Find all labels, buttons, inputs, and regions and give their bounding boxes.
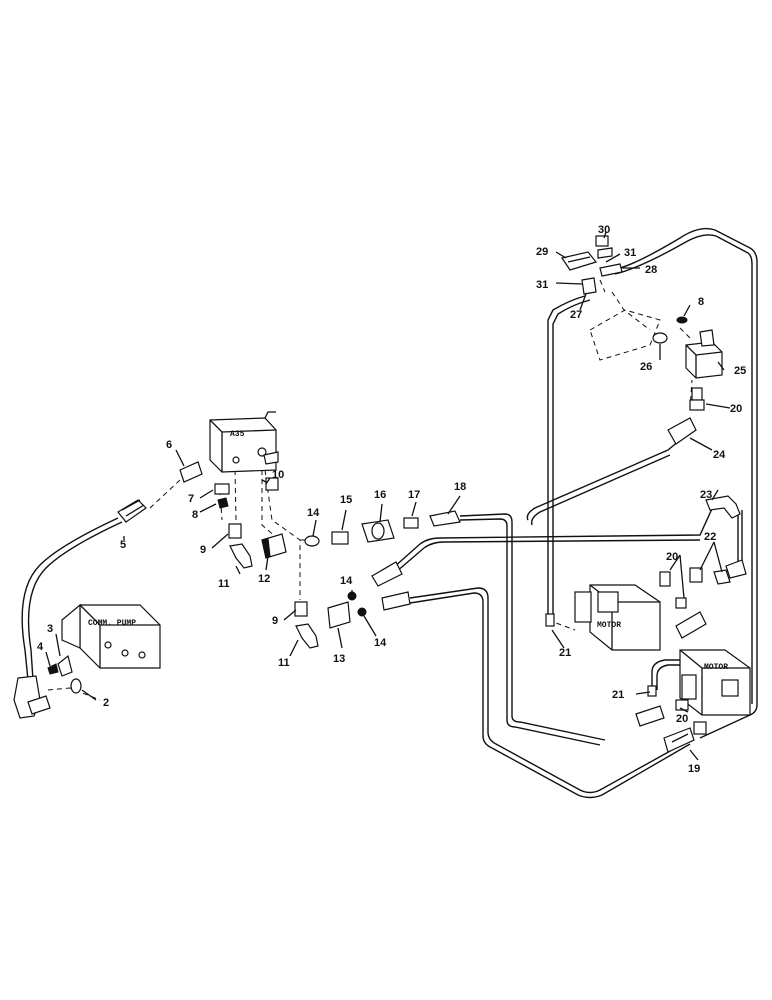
- callout-15: 15: [340, 494, 352, 506]
- callout-9b: 9: [272, 615, 278, 627]
- callout-8a: 8: [192, 509, 198, 521]
- fittings: [13, 461, 747, 753]
- callout-28: 28: [645, 264, 657, 276]
- callout-24: 24: [713, 449, 726, 461]
- callout-21a: 21: [559, 647, 571, 659]
- callout-5: 5: [120, 539, 126, 551]
- callout-26: 26: [640, 361, 652, 373]
- callout-14b: 14: [340, 575, 353, 587]
- callout-14a: 14: [307, 507, 320, 519]
- callout-31b: 31: [536, 279, 548, 291]
- callout-8b: 8: [698, 296, 704, 308]
- callout-17: 17: [408, 489, 420, 501]
- callout-16: 16: [374, 489, 386, 501]
- callout-29: 29: [536, 246, 548, 258]
- callout-22: 22: [704, 531, 716, 543]
- callout-10: 10: [272, 469, 284, 481]
- callout-21b: 21: [612, 689, 624, 701]
- comm-pump: COMM. PUMP: [61, 603, 161, 669]
- callout-27: 27: [570, 309, 582, 321]
- callout-20a: 20: [730, 403, 742, 415]
- callout-31a: 31: [624, 247, 636, 259]
- callout-30: 30: [598, 224, 610, 236]
- callout-6: 6: [166, 439, 172, 451]
- callout-2: 2: [103, 697, 109, 709]
- motor-1: MOTOR: [574, 584, 661, 651]
- valve-block-a35: A35: [209, 411, 279, 473]
- callout-9a: 9: [200, 544, 206, 556]
- callout-14c: 14: [374, 637, 387, 649]
- callout-4: 4: [37, 641, 44, 653]
- motor-2: MOTOR: [679, 649, 751, 716]
- callout-11a: 11: [218, 578, 230, 590]
- valve-block-label: A35: [230, 430, 245, 439]
- callout-13: 13: [333, 653, 345, 665]
- callout-20c: 20: [676, 713, 688, 725]
- motor-1-label: MOTOR: [597, 621, 621, 630]
- motor-2-label: MOTOR: [704, 663, 728, 672]
- pump-label: COMM. PUMP: [88, 619, 136, 628]
- callout-18: 18: [454, 481, 466, 493]
- callout-leaders: [45, 231, 731, 761]
- hose-lines: [21, 227, 758, 799]
- callout-12: 12: [258, 573, 270, 585]
- callout-numbers: 2 3 4 5 6 7 8 8 9 9 10 11 11 12 13 14 14…: [37, 224, 746, 775]
- callout-20b: 20: [666, 551, 678, 563]
- callout-25: 25: [734, 365, 746, 377]
- callout-7: 7: [188, 493, 194, 505]
- callout-19: 19: [688, 763, 700, 775]
- callout-11b: 11: [278, 657, 290, 669]
- callout-3: 3: [47, 623, 53, 635]
- callout-23: 23: [700, 489, 712, 501]
- top-valve-assembly: [561, 235, 723, 445]
